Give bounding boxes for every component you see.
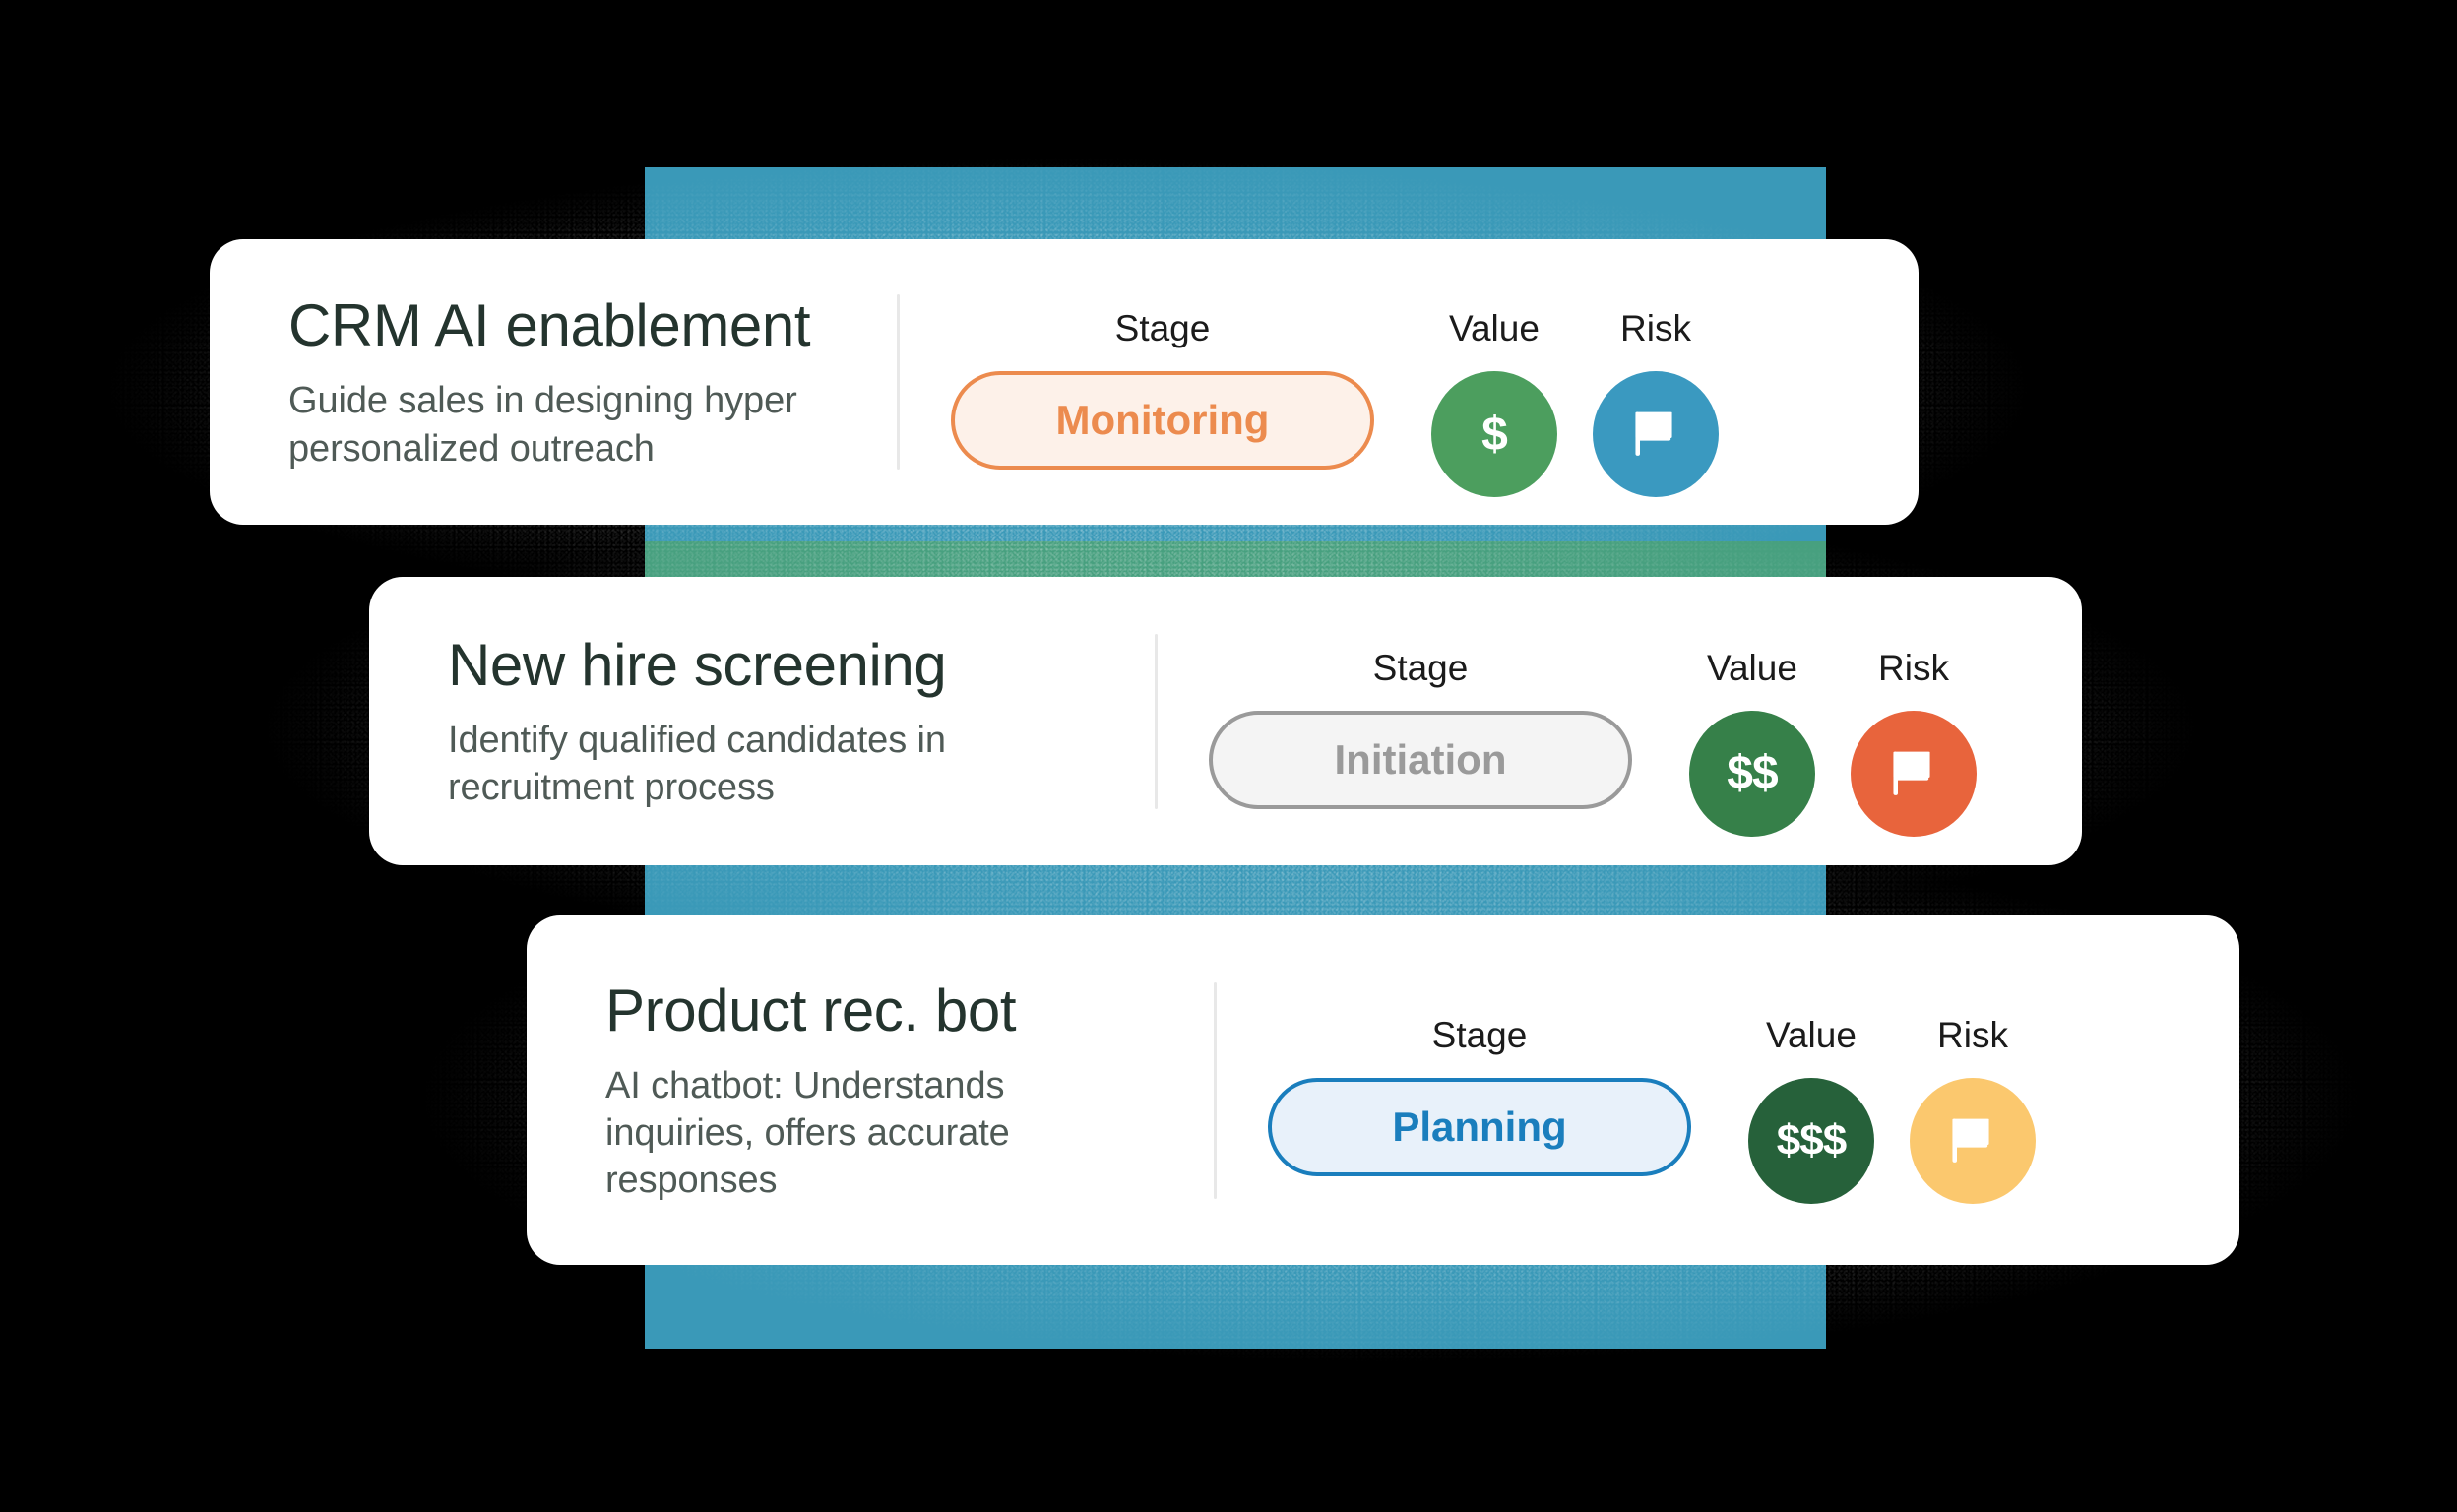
- card-metrics: Stage Planning Value $$$ Risk: [1268, 977, 2036, 1204]
- metric-value: Value $: [1431, 308, 1557, 497]
- initiative-card-new-hire-screening[interactable]: New hire screening Identify qualified ca…: [369, 577, 2082, 865]
- stage-pill[interactable]: Planning: [1268, 1077, 1691, 1176]
- card-text-block: New hire screening Identify qualified ca…: [448, 631, 1098, 812]
- flag-icon: [1893, 751, 1930, 795]
- metric-label-value: Value: [1707, 647, 1797, 688]
- metric-label-stage: Stage: [1114, 308, 1211, 348]
- metric-label-risk: Risk: [1620, 308, 1691, 348]
- initiative-card-crm-ai-enablement[interactable]: CRM AI enablement Guide sales in designi…: [210, 239, 1919, 525]
- card-metrics: Stage Monitoring Value $ Risk: [951, 267, 1719, 497]
- metric-stage: Stage Planning: [1268, 1015, 1691, 1176]
- metric-stage: Stage Monitoring: [951, 308, 1374, 470]
- card-description: AI chatbot: Understands inquiries, offer…: [605, 1064, 1010, 1202]
- card-text-block: Product rec. bot AI chatbot: Understands…: [605, 976, 1157, 1205]
- flag-icon: [1952, 1118, 1989, 1163]
- risk-badge[interactable]: [1910, 1077, 2036, 1204]
- metric-value: Value $$: [1689, 648, 1815, 837]
- metric-label-stage: Stage: [1431, 1014, 1528, 1055]
- metric-risk: Risk: [1851, 648, 1977, 837]
- stage-pill[interactable]: Initiation: [1209, 710, 1632, 809]
- metric-stage: Stage Initiation: [1209, 648, 1632, 809]
- value-badge[interactable]: $: [1431, 371, 1557, 497]
- metric-label-value: Value: [1449, 308, 1540, 348]
- metric-risk: Risk: [1910, 1015, 2036, 1204]
- card-title: CRM AI enablement: [288, 292, 811, 359]
- card-description: Guide sales in designing hyper personali…: [288, 380, 797, 470]
- card-divider: [897, 294, 900, 470]
- card-title: New hire screening: [448, 631, 947, 698]
- value-badge[interactable]: $$: [1689, 710, 1815, 837]
- metric-label-risk: Risk: [1878, 647, 1949, 688]
- card-divider: [1214, 981, 1217, 1199]
- metric-risk: Risk: [1593, 308, 1719, 497]
- metric-label-value: Value: [1766, 1014, 1857, 1055]
- card-title: Product rec. bot: [605, 976, 1017, 1043]
- metric-label-risk: Risk: [1937, 1014, 2008, 1055]
- card-description: Identify qualified candidates in recruit…: [448, 719, 946, 808]
- metric-label-stage: Stage: [1372, 647, 1469, 688]
- risk-badge[interactable]: [1593, 371, 1719, 497]
- value-badge[interactable]: $$$: [1748, 1077, 1874, 1204]
- card-divider: [1155, 633, 1158, 809]
- stage-pill[interactable]: Monitoring: [951, 371, 1374, 470]
- flag-icon: [1635, 411, 1672, 456]
- metric-value: Value $$$: [1748, 1015, 1874, 1204]
- card-text-block: CRM AI enablement Guide sales in designi…: [288, 291, 840, 472]
- initiative-card-product-rec-bot[interactable]: Product rec. bot AI chatbot: Understands…: [527, 915, 2239, 1265]
- risk-badge[interactable]: [1851, 710, 1977, 837]
- card-metrics: Stage Initiation Value $$ Risk: [1209, 606, 1977, 837]
